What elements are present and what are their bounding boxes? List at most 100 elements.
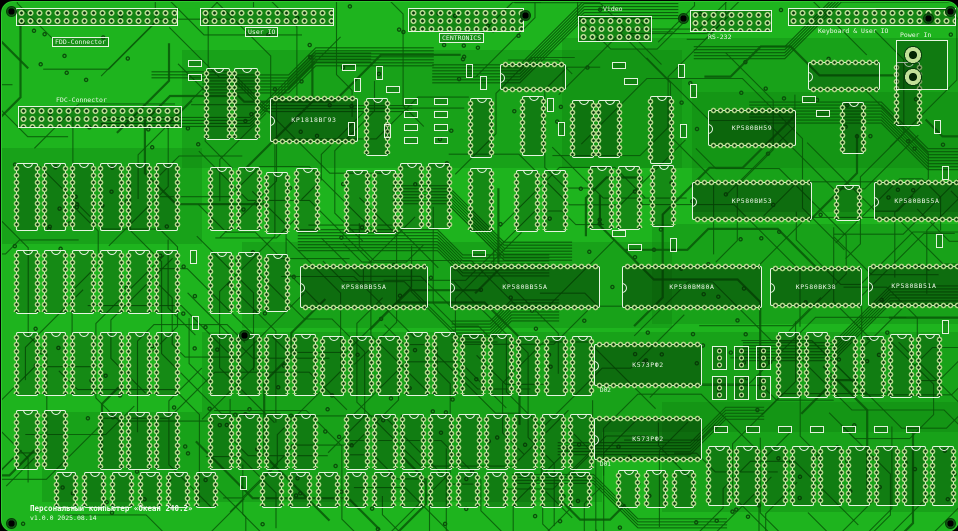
ic-chip — [97, 163, 125, 231]
chip-notch-icon — [407, 163, 417, 168]
chip-notch-icon — [373, 98, 383, 103]
ic-chip — [263, 334, 291, 396]
ic-chip — [97, 332, 125, 396]
chip-notch-icon — [578, 336, 588, 341]
ic-chip — [41, 332, 69, 396]
power-pad — [904, 68, 922, 86]
chip-notch-icon — [214, 68, 224, 73]
ic-chip — [153, 332, 181, 396]
passive-component — [354, 78, 361, 92]
passive-component — [678, 64, 685, 78]
mounting-hole — [6, 6, 17, 17]
chip-notch-icon — [477, 98, 487, 103]
chip-notch-icon — [436, 472, 446, 477]
ic-chip — [595, 100, 623, 158]
chip-notch-icon — [605, 100, 615, 105]
chip-notch-icon — [493, 414, 503, 419]
chip-notch-icon — [743, 446, 753, 451]
ic-chip — [399, 472, 425, 508]
chip-notch-icon — [79, 163, 89, 168]
chip-notch-icon — [217, 252, 227, 257]
ic-chip — [467, 168, 495, 232]
ic-chip — [567, 472, 593, 508]
chip-notch-icon — [301, 414, 311, 419]
passive-component — [466, 64, 473, 78]
chip-notch-icon — [799, 446, 809, 451]
passive-component — [934, 120, 941, 134]
passive-component — [670, 238, 677, 252]
passive-component — [746, 426, 760, 433]
ic-chip — [649, 165, 677, 227]
chip-notch-icon — [385, 336, 395, 341]
ic-chip — [153, 412, 181, 470]
chip-notch-icon — [273, 254, 283, 259]
chip-notch-icon — [51, 332, 61, 337]
ic-chip — [53, 472, 79, 508]
chip-notch-icon — [465, 414, 475, 419]
chip-notch-icon — [118, 472, 128, 477]
chip-notch-icon — [597, 166, 607, 171]
chip-notch-icon — [353, 170, 363, 175]
chip-notch-icon — [62, 472, 72, 477]
chip-notch-icon — [324, 472, 334, 477]
ic-chip — [513, 170, 541, 232]
chip-notch-icon — [855, 446, 865, 451]
chip-notch-icon — [163, 332, 173, 337]
ic-chip — [519, 96, 547, 156]
chip-notch-icon — [808, 72, 813, 82]
ic-chip — [375, 336, 403, 396]
chip-notch-icon — [680, 470, 690, 475]
ic-chip — [287, 472, 313, 508]
chip-notch-icon — [296, 472, 306, 477]
mounting-hole — [6, 518, 17, 529]
chip-notch-icon — [497, 334, 507, 339]
passive-component — [192, 316, 199, 330]
chip-notch-icon — [441, 332, 451, 337]
ic-chip — [203, 68, 233, 140]
ic-refdes: D01 — [600, 461, 611, 468]
ic-chip — [165, 472, 191, 508]
ic-chip — [235, 334, 263, 396]
ic-chip — [291, 414, 319, 470]
ic-chip — [231, 68, 261, 140]
chip-notch-icon — [552, 336, 562, 341]
chip-notch-icon — [245, 167, 255, 172]
ic-chip — [399, 414, 427, 470]
ic-chip — [705, 446, 733, 506]
ic-chip — [125, 412, 153, 470]
chip-notch-icon — [549, 414, 559, 419]
ic-chip — [153, 163, 181, 231]
ic-chip — [97, 250, 125, 314]
chip-notch-icon — [90, 472, 100, 477]
passive-component — [386, 86, 400, 93]
chip-notch-icon — [79, 250, 89, 255]
chip-notch-icon — [107, 412, 117, 417]
chip-notch-icon — [521, 414, 531, 419]
passive-component — [714, 426, 728, 433]
ic-label: КР580ВВ55А — [894, 197, 940, 205]
chip-notch-icon — [135, 412, 145, 417]
mounting-hole — [923, 13, 934, 24]
passive-component — [802, 96, 816, 103]
board-title-block: Персональный компьютер «Океан 240.2» v1.… — [30, 504, 193, 522]
ic-chip — [431, 332, 459, 396]
ic-refdes: D02 — [600, 387, 611, 394]
chip-notch-icon — [163, 412, 173, 417]
ic-chip — [567, 414, 595, 470]
ic-chip — [343, 414, 371, 470]
passive-component — [558, 122, 565, 136]
chip-notch-icon — [51, 163, 61, 168]
chip-notch-icon — [135, 163, 145, 168]
ic-label: К573РФ2 — [632, 435, 664, 443]
rs-232-connector — [690, 10, 772, 32]
ic-chip — [839, 102, 867, 154]
fdc-connector-label: FDC-Connector — [56, 96, 107, 104]
chip-notch-icon — [381, 414, 391, 419]
chip-notch-icon — [413, 332, 423, 337]
chip-notch-icon — [217, 414, 227, 419]
passive-component — [434, 124, 448, 131]
chip-notch-icon — [844, 185, 854, 190]
passive-component — [404, 111, 418, 118]
chip-notch-icon — [174, 472, 184, 477]
